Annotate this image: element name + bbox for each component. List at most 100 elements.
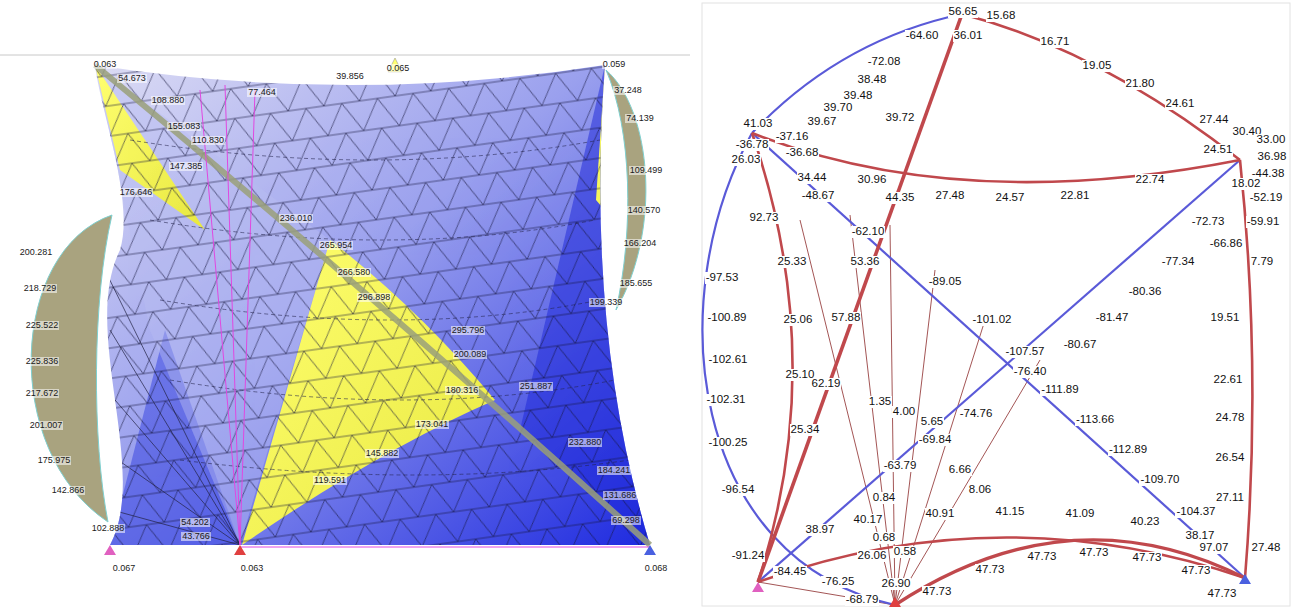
force-value: 24.51: [1203, 144, 1234, 156]
force-value: 200.281: [19, 248, 54, 257]
force-value: 47.73: [1079, 547, 1110, 559]
force-value: 26.90: [881, 578, 912, 590]
force-value: 43.766: [181, 532, 211, 541]
force-value: -100.25: [707, 437, 748, 449]
force-value: -107.57: [1004, 346, 1045, 358]
force-value: 119.591: [313, 476, 347, 485]
force-value: 108.880: [151, 96, 186, 105]
force-value: 25.34: [790, 424, 821, 436]
force-value: 140.570: [627, 206, 662, 215]
force-value: 0.063: [93, 60, 118, 69]
force-value: 38.48: [857, 74, 888, 86]
force-value: 27.44: [1199, 114, 1230, 126]
force-value: 4.00: [892, 406, 916, 418]
force-value: 22.61: [1213, 374, 1244, 386]
force-value: 40.91: [925, 508, 956, 520]
force-value: 175.975: [37, 456, 72, 465]
force-value: -91.24: [731, 550, 766, 562]
force-value: 8.06: [968, 484, 992, 496]
force-value: 266.580: [337, 268, 372, 277]
force-value: 54.673: [117, 74, 147, 83]
force-value: 57.88: [831, 312, 862, 324]
force-value: 39.67: [807, 116, 838, 128]
force-value: -80.36: [1128, 286, 1163, 298]
force-value: 39.856: [335, 72, 365, 81]
force-value: 54.202: [180, 518, 210, 527]
force-value: 26.06: [857, 550, 888, 562]
force-value: 22.74: [1135, 174, 1166, 186]
force-value: 295.796: [451, 326, 486, 335]
force-value: 16.71: [1040, 36, 1071, 48]
force-value: -113.66: [1075, 414, 1115, 426]
force-value: 41.03: [743, 118, 774, 130]
force-value: 47.73: [922, 586, 953, 598]
force-value: 39.48: [843, 90, 874, 102]
force-value: -102.31: [705, 394, 746, 406]
force-value: 296.898: [357, 293, 392, 302]
force-value: -36.78: [735, 139, 770, 151]
force-value: 69.298: [611, 516, 641, 525]
force-value: 33.00: [1256, 134, 1287, 146]
force-value: 225.522: [25, 321, 60, 330]
force-value: 38.97: [805, 524, 836, 536]
force-value: 26.03: [731, 154, 762, 166]
force-value: 0.065: [386, 64, 411, 73]
force-value: 74.139: [625, 114, 655, 123]
force-value: 27.48: [935, 190, 966, 202]
force-value: 24.61: [1165, 98, 1196, 110]
force-value: -111.89: [1040, 384, 1079, 396]
force-value: 92.73: [749, 212, 780, 224]
force-value: -72.08: [867, 56, 902, 68]
force-value: 251.887: [519, 382, 554, 391]
force-value: 0.68: [872, 532, 896, 544]
force-value: -77.34: [1161, 256, 1196, 268]
force-value: 0.58: [893, 546, 917, 558]
force-value: 19.51: [1210, 312, 1241, 324]
force-value: 56.65: [948, 6, 979, 18]
force-value: -104.37: [1175, 506, 1216, 518]
force-value: 47.73: [1181, 565, 1212, 577]
force-value: -89.05: [928, 276, 963, 288]
force-value: 27.11: [1215, 492, 1245, 504]
force-value: -76.25: [821, 576, 856, 588]
force-value: 0.067: [112, 564, 137, 573]
force-value: 236.010: [279, 214, 314, 223]
force-value: 184.241: [597, 466, 632, 475]
force-value: -72.73: [1191, 216, 1226, 228]
force-value: 7.79: [1250, 256, 1274, 268]
force-value: 97.07: [1199, 542, 1230, 554]
force-value: -101.02: [971, 314, 1012, 326]
force-value: 62.19: [811, 378, 842, 390]
force-value: -100.89: [706, 312, 747, 324]
force-value: -84.45: [773, 566, 808, 578]
force-value: 217.672: [25, 389, 60, 398]
force-value: 5.65: [920, 416, 944, 428]
force-value: 142.866: [51, 486, 86, 495]
force-value: 24.57: [995, 192, 1026, 204]
force-value: 39.70: [823, 102, 854, 114]
force-value: 36.01: [953, 30, 984, 42]
force-value: 147.385: [169, 162, 204, 171]
force-value: -69.84: [918, 434, 953, 446]
force-value: 34.44: [797, 172, 828, 184]
force-value: -52.19: [1249, 192, 1284, 204]
force-value: 201.007: [29, 421, 64, 430]
force-value: -80.67: [1063, 339, 1098, 351]
force-value: 176.646: [119, 188, 154, 197]
force-value: 19.05: [1082, 60, 1113, 72]
force-value: 102.888: [91, 524, 126, 533]
force-value: 25.06: [783, 314, 814, 326]
force-value: 0.063: [240, 564, 265, 573]
force-value: 22.81: [1060, 190, 1091, 202]
force-value: 110.830: [191, 136, 225, 145]
force-value: 26.54: [1215, 452, 1246, 464]
force-value: -76.40: [1013, 366, 1048, 378]
force-value: 6.66: [948, 464, 972, 476]
force-value: -59.91: [1246, 216, 1281, 228]
force-value: -62.10: [851, 226, 886, 238]
force-value: 1.35: [868, 396, 892, 408]
force-value: 265.954: [319, 241, 354, 250]
force-value: 37.248: [613, 86, 643, 95]
force-value: 225.836: [25, 357, 60, 366]
force-value: -64.60: [905, 30, 940, 42]
